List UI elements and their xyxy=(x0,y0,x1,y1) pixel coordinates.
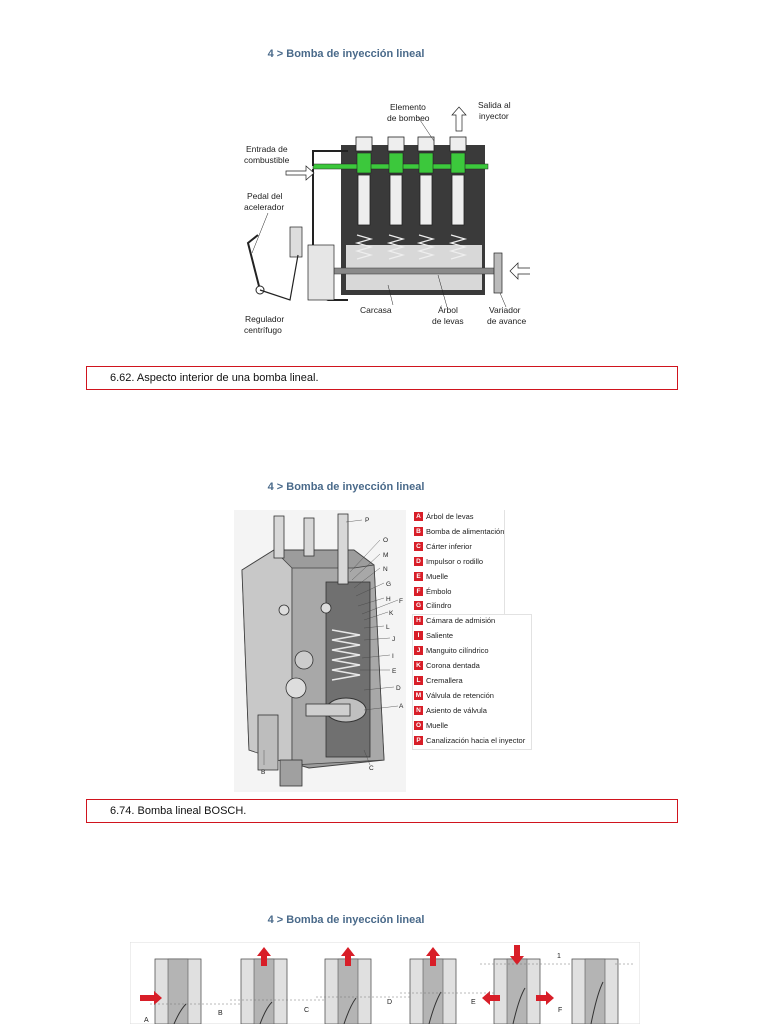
step-label: F xyxy=(558,1007,562,1014)
legend-label: Muelle xyxy=(426,571,449,581)
legend-label: Bomba de alimentación xyxy=(426,526,505,536)
legend-label: Saliente xyxy=(426,631,454,641)
svg-text:acelerador: acelerador xyxy=(244,202,284,212)
legend-key-badge: A xyxy=(414,512,423,521)
legend-key-badge: C xyxy=(414,541,423,551)
legend-key-badge: I xyxy=(414,631,423,641)
label-arbol-de-levas: Árbol xyxy=(438,305,458,315)
leader-letter: B xyxy=(261,769,265,776)
leader-letter: D xyxy=(396,685,401,692)
legend-key-badge: L xyxy=(414,675,423,685)
legend-label: Asiento de válvula xyxy=(426,705,487,715)
label-salida-al-inyector: Salida al xyxy=(478,100,511,110)
step-label: A xyxy=(144,1017,149,1024)
svg-text:de avance: de avance xyxy=(487,316,526,326)
label-carcasa: Carcasa xyxy=(360,305,392,315)
legend-label: Muelle xyxy=(426,720,449,730)
leader-letter: K xyxy=(389,610,394,617)
section-title: 4 > Bomba de inyección lineal xyxy=(267,914,425,926)
svg-text:centrífugo: centrífugo xyxy=(244,325,282,335)
legend-label: Canalización hacia el inyector xyxy=(426,735,526,745)
leader-letter: I xyxy=(392,653,394,660)
legend-label: Manguito cilíndrico xyxy=(426,646,489,656)
legend-key-badge: K xyxy=(414,661,423,670)
figure-caption: 6.62. Aspecto interior de una bomba line… xyxy=(86,366,678,390)
label-regulador-centrifugo: Regulador xyxy=(245,314,284,324)
leader-letter: A xyxy=(399,703,404,710)
legend-key-badge: O xyxy=(414,720,423,730)
legend-label: Cárter inferior xyxy=(426,541,472,551)
legend-key-badge: H xyxy=(414,616,423,626)
legend-label: Émbolo xyxy=(426,586,452,596)
section-title: 4 > Bomba de inyección lineal xyxy=(267,481,425,493)
legend-key-badge: D xyxy=(414,556,423,566)
leader-letter: P xyxy=(365,517,369,524)
leader-letter: M xyxy=(383,552,388,559)
legend-key-badge: G xyxy=(414,601,423,611)
legend-lower-frame xyxy=(412,614,532,750)
leader-letter: H xyxy=(386,596,391,603)
svg-text:de bombeo: de bombeo xyxy=(387,113,430,123)
legend-key-badge: B xyxy=(414,526,423,536)
legend-key-badge: N xyxy=(414,705,423,715)
step-label: C xyxy=(304,1007,309,1014)
leader-letter: C xyxy=(369,765,374,772)
legend-key-badge: E xyxy=(414,571,423,581)
step-label: D xyxy=(387,999,392,1006)
leader-letter: J xyxy=(392,636,395,643)
leader-letter: E xyxy=(392,668,397,675)
pump-stroke-sequence-diagram: A B C D E F 1 xyxy=(130,942,640,1024)
svg-text:combustible: combustible xyxy=(244,155,290,165)
bosch-pump-cutaway-diagram: P O M N G H F K L J I E D A B C xyxy=(234,510,406,792)
legend-key-badge: P xyxy=(414,735,423,745)
legend-key-badge: J xyxy=(414,646,423,656)
step-label: B xyxy=(218,1010,223,1017)
leader-letter: G xyxy=(386,581,391,588)
figure-caption: 6.74. Bomba lineal BOSCH. xyxy=(86,799,678,823)
leader-letter: F xyxy=(399,598,403,605)
leader-letter: L xyxy=(386,624,390,631)
step-label: E xyxy=(471,999,476,1006)
label-variador-de-avance: Variador xyxy=(489,305,521,315)
legend-key-badge: F xyxy=(414,586,423,596)
section-title: 4 > Bomba de inyección lineal xyxy=(267,48,425,60)
legend-label: Válvula de retención xyxy=(426,690,494,700)
step-label: 1 xyxy=(557,953,561,960)
label-entrada-de-combustible: Entrada de xyxy=(246,144,288,154)
svg-text:de levas: de levas xyxy=(432,316,464,326)
label-elemento-de-bombeo: Elemento xyxy=(390,102,426,112)
leader-letter: N xyxy=(383,566,388,573)
label-pedal-del-acelerador: Pedal del xyxy=(247,191,283,201)
legend-label: Cámara de admisión xyxy=(426,616,496,626)
inline-pump-diagram: Elemento de bombeo Salida al inyector En… xyxy=(244,100,530,335)
leader-letter: O xyxy=(383,537,388,544)
legend-label: Cremallera xyxy=(426,675,463,685)
legend-label: Corona dentada xyxy=(426,661,480,670)
legend-label: Árbol de levas xyxy=(426,512,474,521)
legend-label: Impulsor o rodillo xyxy=(426,556,484,566)
legend-label: Cilindro xyxy=(426,601,452,611)
legend-key-badge: M xyxy=(414,690,423,700)
svg-text:inyector: inyector xyxy=(479,111,509,121)
